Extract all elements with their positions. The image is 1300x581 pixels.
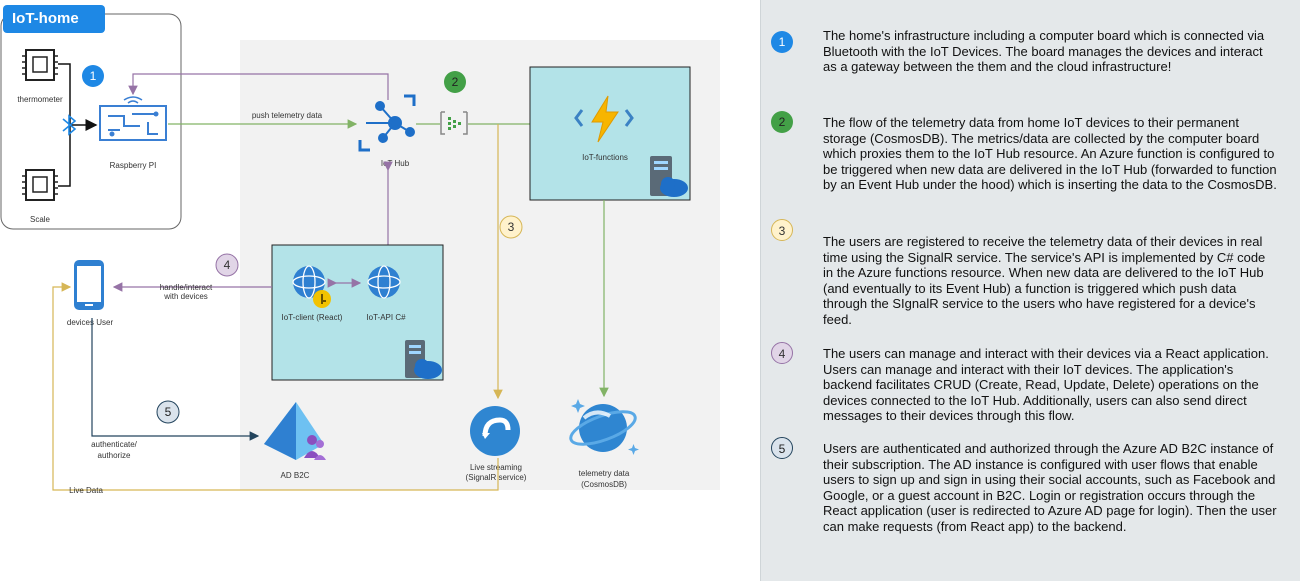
iot-home-container: IoT-home — [0, 5, 182, 230]
bluetooth-icon — [62, 114, 77, 136]
svg-text:3: 3 — [508, 220, 515, 234]
authenticate-label-2: authorize — [98, 451, 131, 460]
api-app-icon — [367, 265, 401, 299]
app-service-icon-2 — [405, 340, 442, 379]
telemetry-data-label-2: (CosmosDB) — [581, 480, 627, 489]
svg-text:1: 1 — [90, 69, 97, 83]
scale-chip-icon — [22, 169, 58, 201]
svg-text:4: 4 — [224, 258, 231, 272]
live-streaming-label-1: Live streaming — [470, 463, 522, 472]
badge-5: 5 — [156, 400, 180, 424]
iot-hub-icon — [358, 94, 416, 152]
note-badge-4: 4 — [771, 342, 793, 364]
live-streaming-label-2: (SignalR service) — [466, 473, 527, 482]
iot-hub-label: IoT Hub — [381, 159, 410, 168]
badge-2: 2 — [444, 71, 466, 93]
scale-label: Scale — [30, 215, 51, 224]
app-service-icon — [650, 156, 688, 197]
svg-text:5: 5 — [165, 405, 172, 419]
azure-ad-b2c-icon — [264, 402, 326, 460]
note-1-text: The home's infrastructure including a co… — [823, 28, 1265, 74]
note-2-text: The flow of the telemetry data from home… — [823, 115, 1277, 192]
note-5-text: Users are authenticated and authorized t… — [823, 441, 1277, 534]
cosmosdb-icon — [569, 399, 639, 455]
live-data-label: Live Data — [69, 486, 103, 495]
iot-functions-label: IoT-functions — [582, 153, 628, 162]
iot-api-label: IoT-API C# — [366, 313, 406, 322]
thermometer-label: thermometer — [17, 95, 63, 104]
ad-b2c-label: AD B2C — [281, 471, 310, 480]
handle-interact-label-1: handle/interact — [160, 283, 213, 292]
badge-3: 3 — [499, 215, 523, 239]
web-app-icon — [292, 265, 331, 308]
notes-panel: 1 The home's infrastructure including a … — [760, 0, 1300, 581]
authenticate-label-1: authenticate/ — [91, 440, 138, 449]
push-telemetry-label: push telemetry data — [252, 111, 323, 120]
iot-home-title: IoT-home — [12, 10, 79, 27]
devices-user-label: devices User — [67, 318, 114, 327]
iot-client-label: IoT-client (React) — [282, 313, 343, 322]
cloud-to-device-arrow — [128, 73, 389, 100]
note-4-text: The users can manage and interact with t… — [823, 346, 1269, 423]
architecture-diagram: IoT-home thermometer Scale Raspberry PI … — [0, 5, 720, 495]
telemetry-data-label-1: telemetry data — [579, 469, 630, 478]
signalr-icon — [470, 406, 520, 456]
svg-text:2: 2 — [452, 75, 459, 89]
note-3-text: The users are registered to receive the … — [823, 234, 1266, 327]
thermometer-chip-icon — [22, 49, 58, 81]
note-badge-3: 3 — [771, 219, 793, 241]
mobile-device-icon — [74, 260, 104, 310]
raspberry-pi-label: Raspberry PI — [110, 161, 157, 170]
event-hub-icon — [440, 111, 468, 135]
raspberry-pi-icon — [99, 96, 167, 141]
handle-interact-label-2: with devices — [163, 292, 208, 301]
note-badge-2: 2 — [771, 111, 793, 133]
note-badge-1: 1 — [771, 31, 793, 53]
azure-functions-icon — [574, 95, 634, 143]
note-badge-5: 5 — [771, 437, 793, 459]
badge-4: 4 — [215, 253, 239, 277]
live-data-arrow — [52, 282, 499, 491]
badge-1: 1 — [82, 65, 104, 87]
authenticate-arrow — [91, 318, 260, 441]
